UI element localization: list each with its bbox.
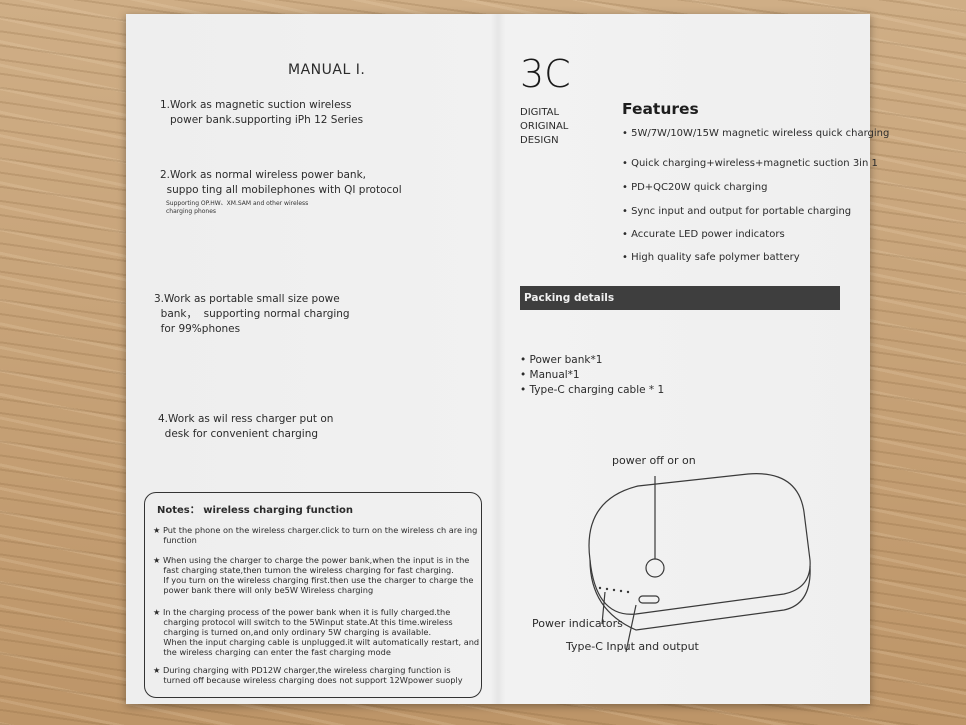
manual-item-3: 3.Work as portable small size powe bank，… (154, 293, 350, 335)
packing-item: • Manual*1 (520, 369, 580, 381)
manual-leaflet: MANUAL I. 1.Work as magnetic suction wir… (126, 14, 889, 704)
feature-item: • High quality safe polymer battery (622, 252, 800, 263)
note-2: ★ When using the charger to charge the p… (153, 555, 474, 595)
feature-item: • Accurate LED power indicators (622, 229, 785, 240)
power-indicators-label: Power indicators (532, 617, 623, 630)
note-4: ★ During charging with PD12W charger,the… (153, 665, 463, 685)
type-c-label: Type-C Input and output (566, 640, 699, 653)
manual-item-2: 2.Work as normal wireless power bank, su… (160, 169, 402, 196)
packing-item: • Power bank*1 (520, 354, 603, 366)
power-bank-body (588, 473, 811, 615)
led-dot (626, 590, 630, 594)
power-off-on-label: power off or on (612, 454, 696, 467)
feature-item: • 5W/7W/10W/15W magnetic wireless quick … (622, 128, 890, 139)
type-c-port-icon (638, 595, 660, 604)
manual-title: MANUAL I. (288, 62, 366, 78)
manual-item-1: 1.Work as magnetic suction wireless powe… (160, 99, 364, 126)
note-3: ★ In the charging process of the power b… (153, 607, 480, 657)
left-panel: MANUAL I. 1.Work as magnetic suction wir… (126, 14, 498, 704)
led-dot (605, 587, 609, 591)
notes-box: Notes： wireless charging function ★ Put … (144, 492, 482, 698)
manual-item-4: 4.Work as wil ress charger put on desk f… (158, 413, 334, 440)
indicators-leader (601, 591, 606, 625)
power-button-icon (645, 558, 665, 578)
note-1: ★ Put the phone on the wireless charger.… (153, 525, 478, 545)
feature-item: • PD+QC20W quick charging (622, 182, 768, 193)
packing-details-header: Packing details (520, 286, 840, 310)
feature-item: • Quick charging+wireless+magnetic sucti… (622, 158, 878, 169)
led-dot (598, 586, 602, 590)
notes-title: Notes： wireless charging function (157, 505, 353, 516)
type-c-leader (625, 604, 637, 653)
led-dot (612, 588, 616, 592)
manual-item-2-note: Supporting OP.HW、XM.SAM and other wirele… (166, 200, 309, 215)
packing-item: • Type-C charging cable * 1 (520, 384, 665, 396)
brand-tagline: DIGITAL ORIGINAL DESIGN (520, 107, 569, 146)
led-dot (619, 589, 623, 593)
power-bank-side (589, 559, 811, 631)
feature-item: • Sync input and output for portable cha… (622, 206, 852, 217)
power-bank-diagram (588, 473, 811, 653)
features-title: Features (622, 100, 699, 118)
brand-logo: 3C (520, 52, 571, 96)
led-indicators (598, 586, 630, 594)
right-panel: 3C DIGITAL ORIGINAL DESIGN Features • 5W… (498, 14, 889, 704)
